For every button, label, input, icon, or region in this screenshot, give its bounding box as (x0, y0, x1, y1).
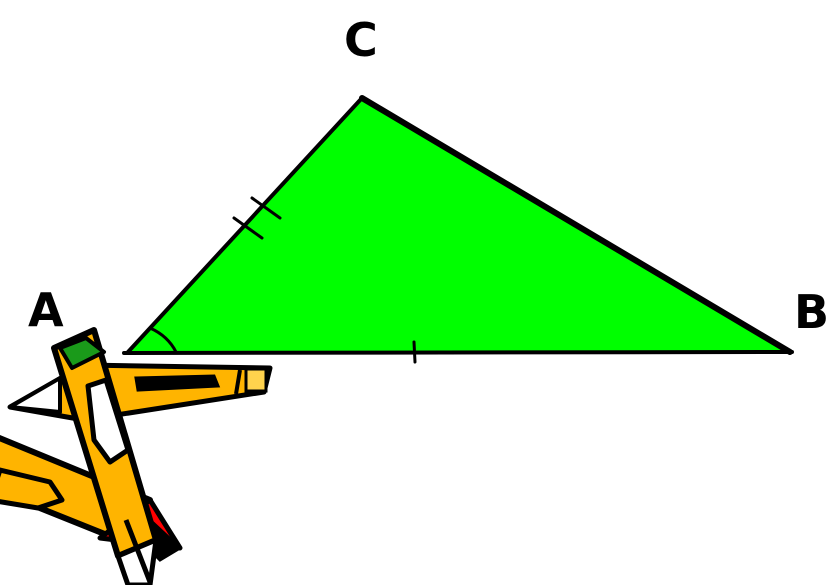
angle-a-arc (148, 326, 178, 354)
vertex-label-a: A (28, 283, 64, 337)
pencil-icon (7, 362, 273, 423)
vertex-label-b: B (794, 285, 829, 339)
side-cb (359, 95, 793, 355)
pencil-icon (51, 327, 159, 585)
tick-mark (232, 216, 264, 240)
triangle-abc (128, 98, 790, 352)
side-ab (122, 350, 794, 355)
side-ac-tick-marks (232, 196, 282, 240)
vertex-label-c: C (344, 13, 378, 67)
side-ab-tick-mark (412, 340, 417, 364)
pencils-clipart (0, 327, 273, 585)
tick-mark (250, 196, 282, 220)
